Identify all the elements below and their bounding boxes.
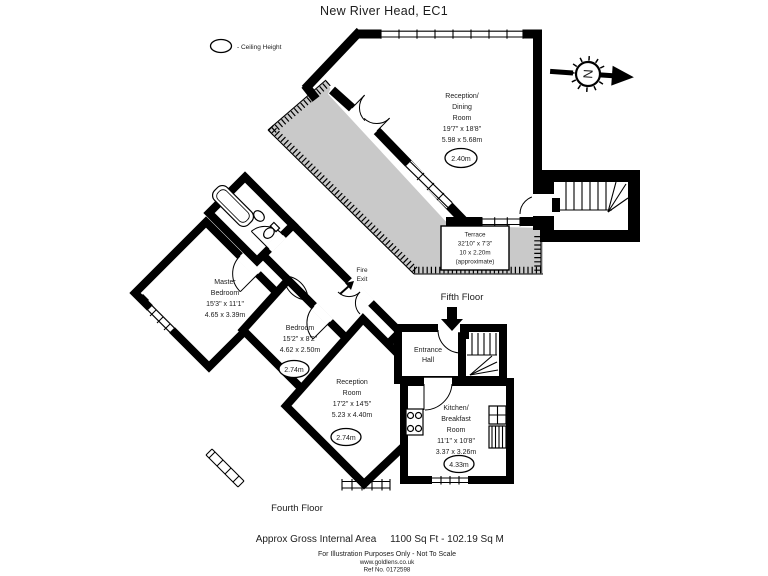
reception-room-dims-m: 5.23 x 4.40m — [332, 412, 373, 419]
svg-text:Dining: Dining — [452, 104, 472, 111]
window-diagonal — [404, 160, 454, 209]
reception-dining-room-label: Reception/ Dining Room 19'7" x 18'8" 5.9… — [442, 93, 483, 169]
svg-text:Hall: Hall — [422, 357, 435, 364]
master-bedroom-dims-m: 4.65 x 3.39m — [205, 312, 246, 319]
gross-internal-area-value: 1100 Sq Ft - 102.19 Sq M — [390, 534, 504, 545]
terrace-name: Terrace — [465, 232, 486, 239]
master-bedroom-dims-ft: 15'3" x 11'1" — [206, 301, 244, 308]
svg-text:Kitchen/: Kitchen/ — [443, 405, 468, 412]
kitchen-ceiling-height: 4.33m — [449, 462, 469, 469]
svg-text:Room: Room — [453, 115, 472, 122]
north-letter: N — [580, 69, 596, 79]
wall-notch — [137, 294, 149, 306]
reception-room-dims-ft: 17'2" x 14'5" — [333, 401, 372, 408]
toilet-icon — [263, 227, 275, 239]
bathtub-icon — [211, 184, 255, 228]
svg-text:Fire: Fire — [356, 267, 368, 274]
north-sun-icon — [574, 60, 602, 88]
terrace-hatched-edge — [267, 79, 543, 275]
page-title: New River Head, EC1 — [320, 4, 448, 18]
kitchen-dims-ft: 11'1" x 10'8" — [437, 438, 475, 445]
reception-dining-dims-m: 5.98 x 5.68m — [442, 137, 483, 144]
entrance-hall — [394, 324, 466, 384]
svg-text:Reception: Reception — [336, 379, 368, 386]
gross-internal-area-label: Approx Gross Internal Area — [256, 534, 377, 545]
svg-text:Entrance: Entrance — [414, 347, 442, 354]
reception-dining-room — [328, 30, 542, 226]
stairs-icon — [532, 170, 640, 242]
fifth-floor-label: Fifth Floor — [441, 292, 484, 303]
double-door-arcs — [351, 94, 390, 132]
ceiling-height-ellipse-icon — [209, 38, 233, 54]
bedroom-dims-ft: 15'2" x 8'2" — [283, 336, 318, 343]
ceiling-height-ellipse-icon — [278, 359, 310, 379]
hob-icon — [405, 408, 424, 436]
master-bedroom-label: Master Bedroom 15'3" x 11'1" 4.65 x 3.39… — [205, 279, 246, 319]
kitchen-label: Kitchen/ Breakfast Room 11'1" x 10'8" 3.… — [436, 405, 477, 474]
terrace-dims-m: 10 x 2.20m — [459, 250, 490, 257]
svg-text:Master: Master — [214, 279, 236, 286]
footer: Approx Gross Internal Area 1100 Sq Ft - … — [256, 534, 504, 574]
reception-dining-dims-ft: 19'7" x 18'8" — [443, 126, 482, 133]
window-bottom — [481, 217, 521, 227]
reception-room-label: Reception Room 17'2" x 14'5" 5.23 x 4.40… — [330, 379, 373, 447]
fifth-floor-plan: N Reception/ Dining Room 19'7" x 18'8" 5… — [267, 27, 640, 303]
svg-text:Room: Room — [343, 390, 362, 397]
terrace-note: (approximate) — [456, 259, 495, 266]
svg-text:Bedroom: Bedroom — [211, 290, 240, 297]
side-balcony-rail — [205, 448, 245, 488]
svg-text:Bedroom: Bedroom — [286, 325, 315, 332]
svg-text:Room: Room — [447, 427, 466, 434]
master-bedroom-window — [146, 304, 176, 334]
legend-ceiling-height-label: - Ceiling Height — [237, 44, 282, 51]
bedroom-label: Bedroom 15'2" x 8'2" 4.62 x 2.50m 2.74m — [278, 325, 321, 379]
fire-exit-label: Fire Exit — [356, 267, 368, 283]
ceiling-height-ellipse-icon — [443, 454, 475, 474]
kitchen-dims-m: 3.37 x 3.26m — [436, 449, 477, 456]
svg-text:Reception/: Reception/ — [445, 93, 479, 100]
ceiling-height-ellipse-icon — [330, 427, 362, 447]
kitchen-window — [432, 475, 468, 485]
compass-north-arrow: N — [549, 55, 634, 93]
entrance-arrow-icon — [441, 307, 463, 331]
fourth-floor-plan: Master Bedroom 15'3" x 11'1" 4.65 x 3.39… — [129, 171, 514, 514]
bottom-balcony-rail — [341, 479, 391, 491]
terrace-label-box: Terrace 32'10" x 7'3" 10 x 2.20m (approx… — [440, 225, 510, 271]
bathroom-fixtures — [211, 184, 281, 239]
svg-text:Exit: Exit — [357, 276, 368, 283]
reference-number: Ref No. 0172598 — [364, 567, 411, 574]
svg-text:Breakfast: Breakfast — [441, 416, 471, 423]
entrance-hall-label: Entrance Hall — [414, 347, 442, 364]
website-text: www.goldlens.co.uk — [359, 559, 415, 566]
bedroom-ceiling-height: 2.74m — [284, 367, 304, 374]
reception-room-ceiling-height: 2.74m — [336, 435, 356, 442]
ceiling-height-ellipse-icon — [444, 147, 478, 169]
disclaimer-text: For Illustration Purposes Only - Not To … — [318, 551, 456, 558]
fourth-floor-label: Fourth Floor — [271, 503, 323, 514]
bedroom-dims-m: 4.62 x 2.50m — [280, 347, 321, 354]
stairs-icon — [462, 330, 499, 376]
reception-dining-ceiling-height: 2.40m — [451, 156, 471, 163]
fridge-unit-icon — [488, 405, 507, 449]
window-top — [380, 29, 524, 39]
north-arrow-head-icon — [611, 65, 634, 86]
legend: - Ceiling Height — [209, 38, 282, 54]
fire-exit-arrow-icon — [339, 281, 354, 295]
terrace-dims-ft: 32'10" x 7'3" — [458, 241, 493, 248]
